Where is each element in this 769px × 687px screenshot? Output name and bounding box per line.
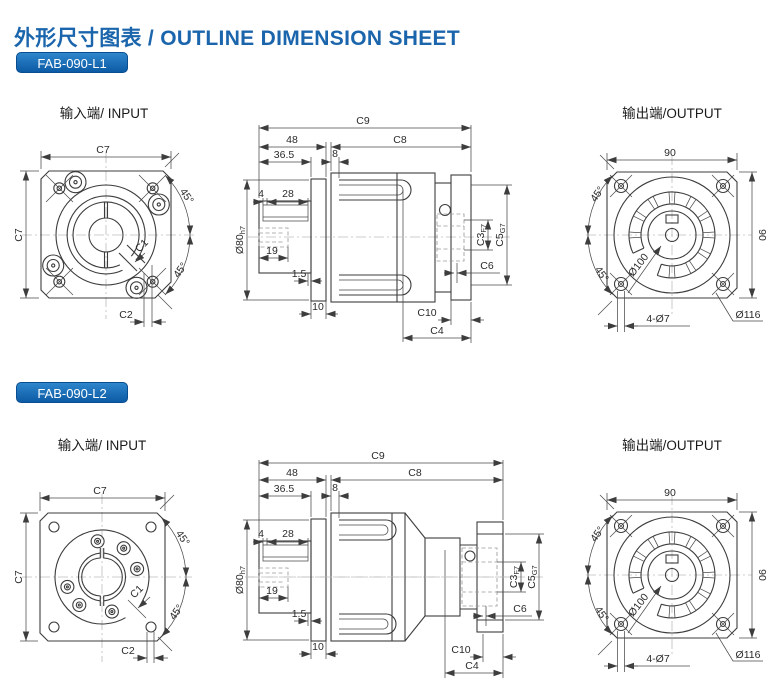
l2-input-view-label: 输入端/ INPUT	[58, 438, 147, 453]
l2-dim-10: 10	[312, 641, 324, 653]
l2-input-view: C7 C7 C1 C2 45° 45°	[13, 485, 192, 663]
l2-dim-8: 8	[332, 482, 338, 494]
l1-dim-c7-left: C7	[13, 228, 25, 242]
l2-dim-c10: C10	[451, 644, 470, 656]
l1-dim-19: 19	[266, 245, 278, 257]
l1-dim-shaft: Ø80h7	[234, 226, 247, 254]
l1-dim-48: 48	[286, 134, 298, 146]
l1-dim-28: 28	[282, 188, 294, 200]
l2-dim-1-5: 1.5	[292, 608, 307, 620]
l2-dim-48: 48	[286, 467, 298, 479]
fab-090-l2-drawing: 输入端/ INPUT 输出端/OUTPUT	[13, 438, 768, 678]
l2-dim-shaft: Ø80h7	[234, 566, 247, 594]
l2-dim-c6: C6	[513, 603, 527, 615]
fab-090-l1-drawing: 输入端/ INPUT 输出端/OUTPUT	[13, 106, 768, 343]
l1-dim-1-5: 1.5	[292, 268, 307, 280]
l2-dim-45-bottom: 45°	[167, 602, 186, 622]
l1-dim-36-5: 36.5	[274, 149, 295, 161]
l1-dim-c3: C3F7	[475, 224, 488, 246]
l1-dim-c2: C2	[119, 309, 133, 321]
l2-dim-pilot: Ø116	[736, 649, 761, 661]
l1-dim-c10: C10	[417, 307, 436, 319]
l1-input-view: C7 C7 C1 C2 45° 45°	[13, 144, 196, 327]
l2-dim-c5: C5G7	[526, 565, 539, 588]
l1-dim-8: 8	[332, 148, 338, 160]
l2-dim-c3: C3F7	[508, 566, 521, 588]
model-badge-fab-090-l1: FAB-090-L1	[16, 52, 128, 73]
l2-dim-c7-left: C7	[13, 570, 25, 584]
l2-dim-c2: C2	[121, 645, 135, 657]
l1-output-view: 90 90 Ø100 4-Ø7 Ø116 45° 45°	[586, 147, 768, 332]
l1-dim-c1: C1	[133, 237, 151, 255]
l2-dim-c1: C1	[128, 583, 146, 601]
l2-dim-4: 4	[258, 528, 264, 540]
l2-dim-45-out-top: 45°	[588, 524, 607, 544]
l2-dim-bolt-holes: 4-Ø7	[646, 653, 670, 665]
l2-output-view-label: 输出端/OUTPUT	[622, 438, 722, 453]
l2-dim-28: 28	[282, 528, 294, 540]
l1-dim-45-top: 45°	[177, 186, 196, 206]
l1-dim-90-right: 90	[756, 229, 768, 241]
l2-dim-c4: C4	[465, 660, 479, 672]
l1-dim-90-top: 90	[664, 147, 676, 159]
l1-output-view-label: 输出端/OUTPUT	[622, 106, 722, 121]
l2-output-view: 90 90 Ø100 4-Ø7 Ø116 45° 45°	[586, 487, 768, 672]
l1-dim-c9: C9	[356, 115, 370, 127]
l1-dim-c8: C8	[393, 134, 407, 146]
l1-dim-bolt-holes: 4-Ø7	[646, 313, 670, 325]
l2-dim-90-top: 90	[664, 487, 676, 499]
l1-dim-c7-top: C7	[96, 144, 110, 156]
l2-dim-c9: C9	[371, 450, 385, 462]
l2-dim-90-right: 90	[756, 569, 768, 581]
l2-dim-45-top: 45°	[173, 528, 192, 548]
l1-dim-c5: C5G7	[494, 223, 507, 246]
page-title: 外形尺寸图表 / OUTLINE DIMENSION SHEET	[14, 27, 460, 51]
l1-dim-10: 10	[312, 301, 324, 313]
l1-dim-45-out-top: 45°	[588, 184, 607, 204]
l2-section-view: C9 48 C8 36.5 8 4 28 19 1.5 10 Ø80h7 C3F…	[234, 450, 545, 678]
l1-input-view-label: 输入端/ INPUT	[60, 106, 149, 121]
l1-section-view: C9 48 C8 36.5 8 4 28 19 1.5 10 Ø80h7 C3F…	[234, 115, 512, 343]
l1-dim-pilot: Ø116	[736, 309, 761, 321]
l1-dim-c4: C4	[430, 325, 444, 337]
l1-dim-4: 4	[258, 188, 264, 200]
l2-dim-19: 19	[266, 585, 278, 597]
l2-dim-c7-top: C7	[93, 485, 107, 497]
l1-dim-c6: C6	[480, 260, 494, 272]
model-badge-fab-090-l2: FAB-090-L2	[16, 382, 128, 403]
l1-dim-45-bottom: 45°	[171, 260, 190, 280]
l2-dim-c8: C8	[408, 467, 422, 479]
l2-dim-36-5: 36.5	[274, 483, 295, 495]
